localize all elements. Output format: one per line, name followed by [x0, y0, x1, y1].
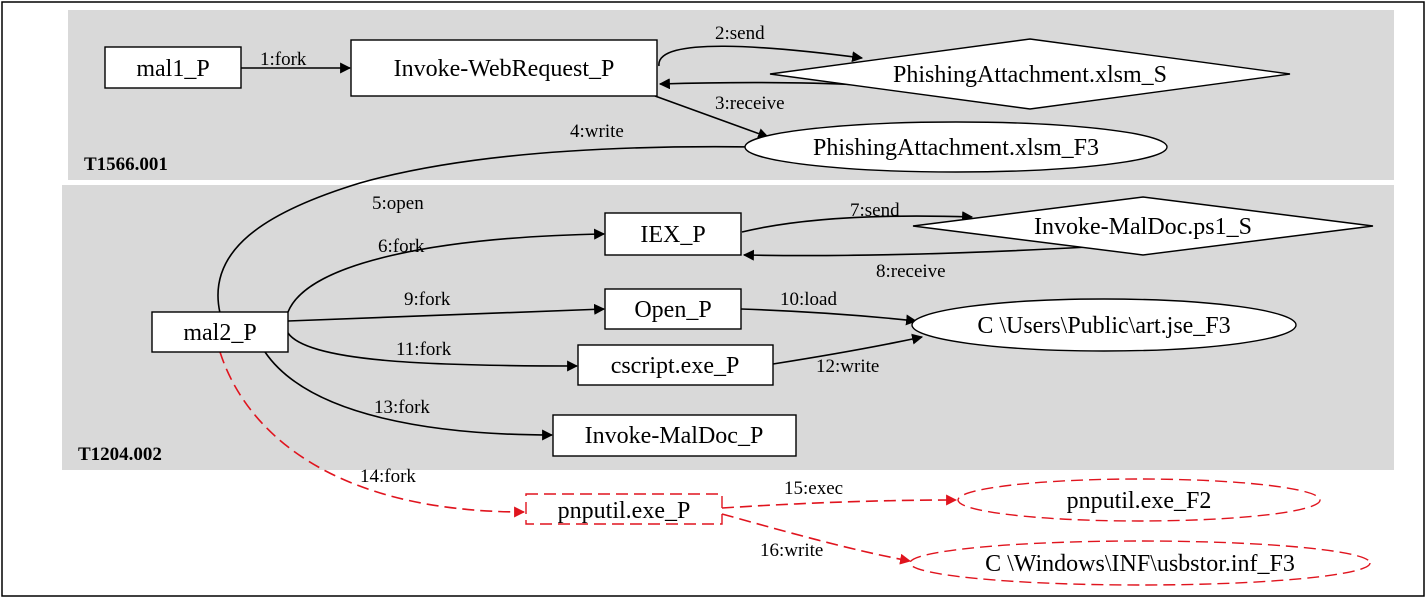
node-phishingattachment-xlsm-s[interactable]: PhishingAttachment.xlsm_S — [769, 38, 1291, 110]
edge-8-receive — [742, 246, 1089, 261]
node-invoke-maldoc-p[interactable]: Invoke-MalDoc_P — [552, 414, 797, 457]
edge-14-fork-label: 14:fork — [360, 466, 416, 487]
edge-10-load-label: 10:load — [780, 289, 837, 310]
node-invoke-maldoc-p-box — [552, 414, 797, 457]
edge-1-fork-label: 1:fork — [260, 49, 307, 70]
edge-15-exec — [721, 494, 958, 509]
node-art-jse-f3-ellipse — [911, 298, 1297, 352]
cluster-t1204-002-label: T1204.002 — [78, 444, 162, 465]
edge-3-receive — [658, 78, 863, 90]
node-invoke-maldoc-ps1-s-diamond — [912, 196, 1374, 256]
node-phishingattachment-xlsm-f3-ellipse — [744, 121, 1168, 173]
edge-6-fork — [287, 228, 606, 313]
node-pnputil-exe-f2-ellipse — [957, 478, 1321, 522]
node-invoke-maldoc-ps1-s[interactable]: Invoke-MalDoc.ps1_S — [912, 196, 1374, 256]
edge-9-fork-label: 9:fork — [404, 289, 451, 310]
node-open-p-box — [604, 288, 742, 330]
node-invoke-maldoc-p-label: Invoke-MalDoc_P — [585, 423, 764, 449]
node-invoke-webrequest-p[interactable]: Invoke-WebRequest_P — [350, 39, 658, 97]
edge-4-write-label: 4:write — [570, 121, 624, 142]
node-iex-p-box — [604, 212, 742, 256]
node-usbstor-inf-f3[interactable]: C \Windows\INF\usbstor.inf_F3 — [909, 540, 1371, 586]
cluster-t1566-001: T1566.001 — [68, 10, 1394, 180]
edge-16-write-label: 16:write — [760, 540, 823, 561]
node-mal1-p-box — [104, 46, 242, 89]
node-pnputil-exe-p-box — [525, 493, 723, 525]
node-cscript-exe-p[interactable]: cscript.exe_P — [577, 344, 774, 386]
edge-10-load — [740, 308, 918, 326]
edge-11-fork-label: 11:fork — [396, 339, 452, 360]
node-invoke-webrequest-p-box — [350, 39, 658, 97]
edge-11-fork — [287, 332, 579, 372]
edge-8-receive-label: 8:receive — [876, 261, 946, 282]
edges: 1:fork 2:send 3:receive 4:write 5:open 6… — [217, 23, 1089, 565]
edge-12-write-label: 12:write — [816, 356, 879, 377]
edge-2-send — [658, 45, 864, 67]
node-phishingattachment-xlsm-f3-label: PhishingAttachment.xlsm_F3 — [813, 135, 1099, 161]
node-phishingattachment-xlsm-s-label: PhishingAttachment.xlsm_S — [893, 62, 1167, 88]
edge-12-write — [772, 333, 924, 365]
edge-2-send-label: 2:send — [715, 23, 765, 44]
node-mal2-p-box — [151, 311, 289, 353]
edge-13-fork-label: 13:fork — [374, 397, 430, 418]
node-cscript-exe-p-label: cscript.exe_P — [611, 353, 740, 379]
node-open-p[interactable]: Open_P — [604, 288, 742, 330]
edge-7-send-label: 7:send — [850, 200, 900, 221]
edge-14-fork — [219, 351, 526, 518]
node-invoke-webrequest-p-label: Invoke-WebRequest_P — [394, 56, 615, 82]
node-art-jse-f3-label: C \Users\Public\art.jse_F3 — [977, 313, 1230, 339]
node-mal2-p-label: mal2_P — [183, 320, 256, 346]
edge-16-write — [721, 513, 912, 565]
node-usbstor-inf-f3-label: C \Windows\INF\usbstor.inf_F3 — [985, 551, 1295, 577]
edge-3-receive-label: 3:receive — [715, 93, 785, 114]
node-pnputil-exe-f2[interactable]: pnputil.exe_F2 — [957, 478, 1321, 522]
node-mal2-p[interactable]: mal2_P — [151, 311, 289, 353]
cluster-t1566-001-label: T1566.001 — [84, 154, 168, 175]
node-mal1-p[interactable]: mal1_P — [104, 46, 242, 89]
nodes: mal1_P Invoke-WebRequest_P PhishingAttac… — [104, 38, 1374, 586]
node-iex-p[interactable]: IEX_P — [604, 212, 742, 256]
node-pnputil-exe-f2-label: pnputil.exe_F2 — [1067, 488, 1212, 514]
node-cscript-exe-p-box — [577, 344, 774, 386]
node-iex-p-label: IEX_P — [640, 222, 705, 248]
edge-15-exec-label: 15:exec — [784, 478, 843, 499]
edge-5-open-label: 5:open — [372, 193, 424, 214]
edge-6-fork-label: 6:fork — [378, 236, 425, 257]
edge-7-send — [741, 211, 974, 233]
cluster-t1566-001-background — [68, 10, 1394, 180]
edge-9-fork — [287, 303, 606, 322]
node-invoke-maldoc-ps1-s-label: Invoke-MalDoc.ps1_S — [1034, 214, 1252, 240]
edge-iwr-to-file — [654, 95, 770, 139]
node-pnputil-exe-p-label: pnputil.exe_P — [558, 498, 691, 524]
node-phishingattachment-xlsm-f3[interactable]: PhishingAttachment.xlsm_F3 — [744, 121, 1168, 173]
node-usbstor-inf-f3-ellipse — [909, 540, 1371, 586]
edge-4-write — [217, 141, 760, 314]
node-phishingattachment-xlsm-s-diamond — [769, 38, 1291, 110]
node-mal1-p-label: mal1_P — [136, 56, 209, 82]
node-art-jse-f3[interactable]: C \Users\Public\art.jse_F3 — [911, 298, 1297, 352]
node-open-p-label: Open_P — [634, 297, 711, 323]
node-pnputil-exe-p[interactable]: pnputil.exe_P — [525, 493, 723, 525]
edge-13-fork — [264, 351, 554, 441]
